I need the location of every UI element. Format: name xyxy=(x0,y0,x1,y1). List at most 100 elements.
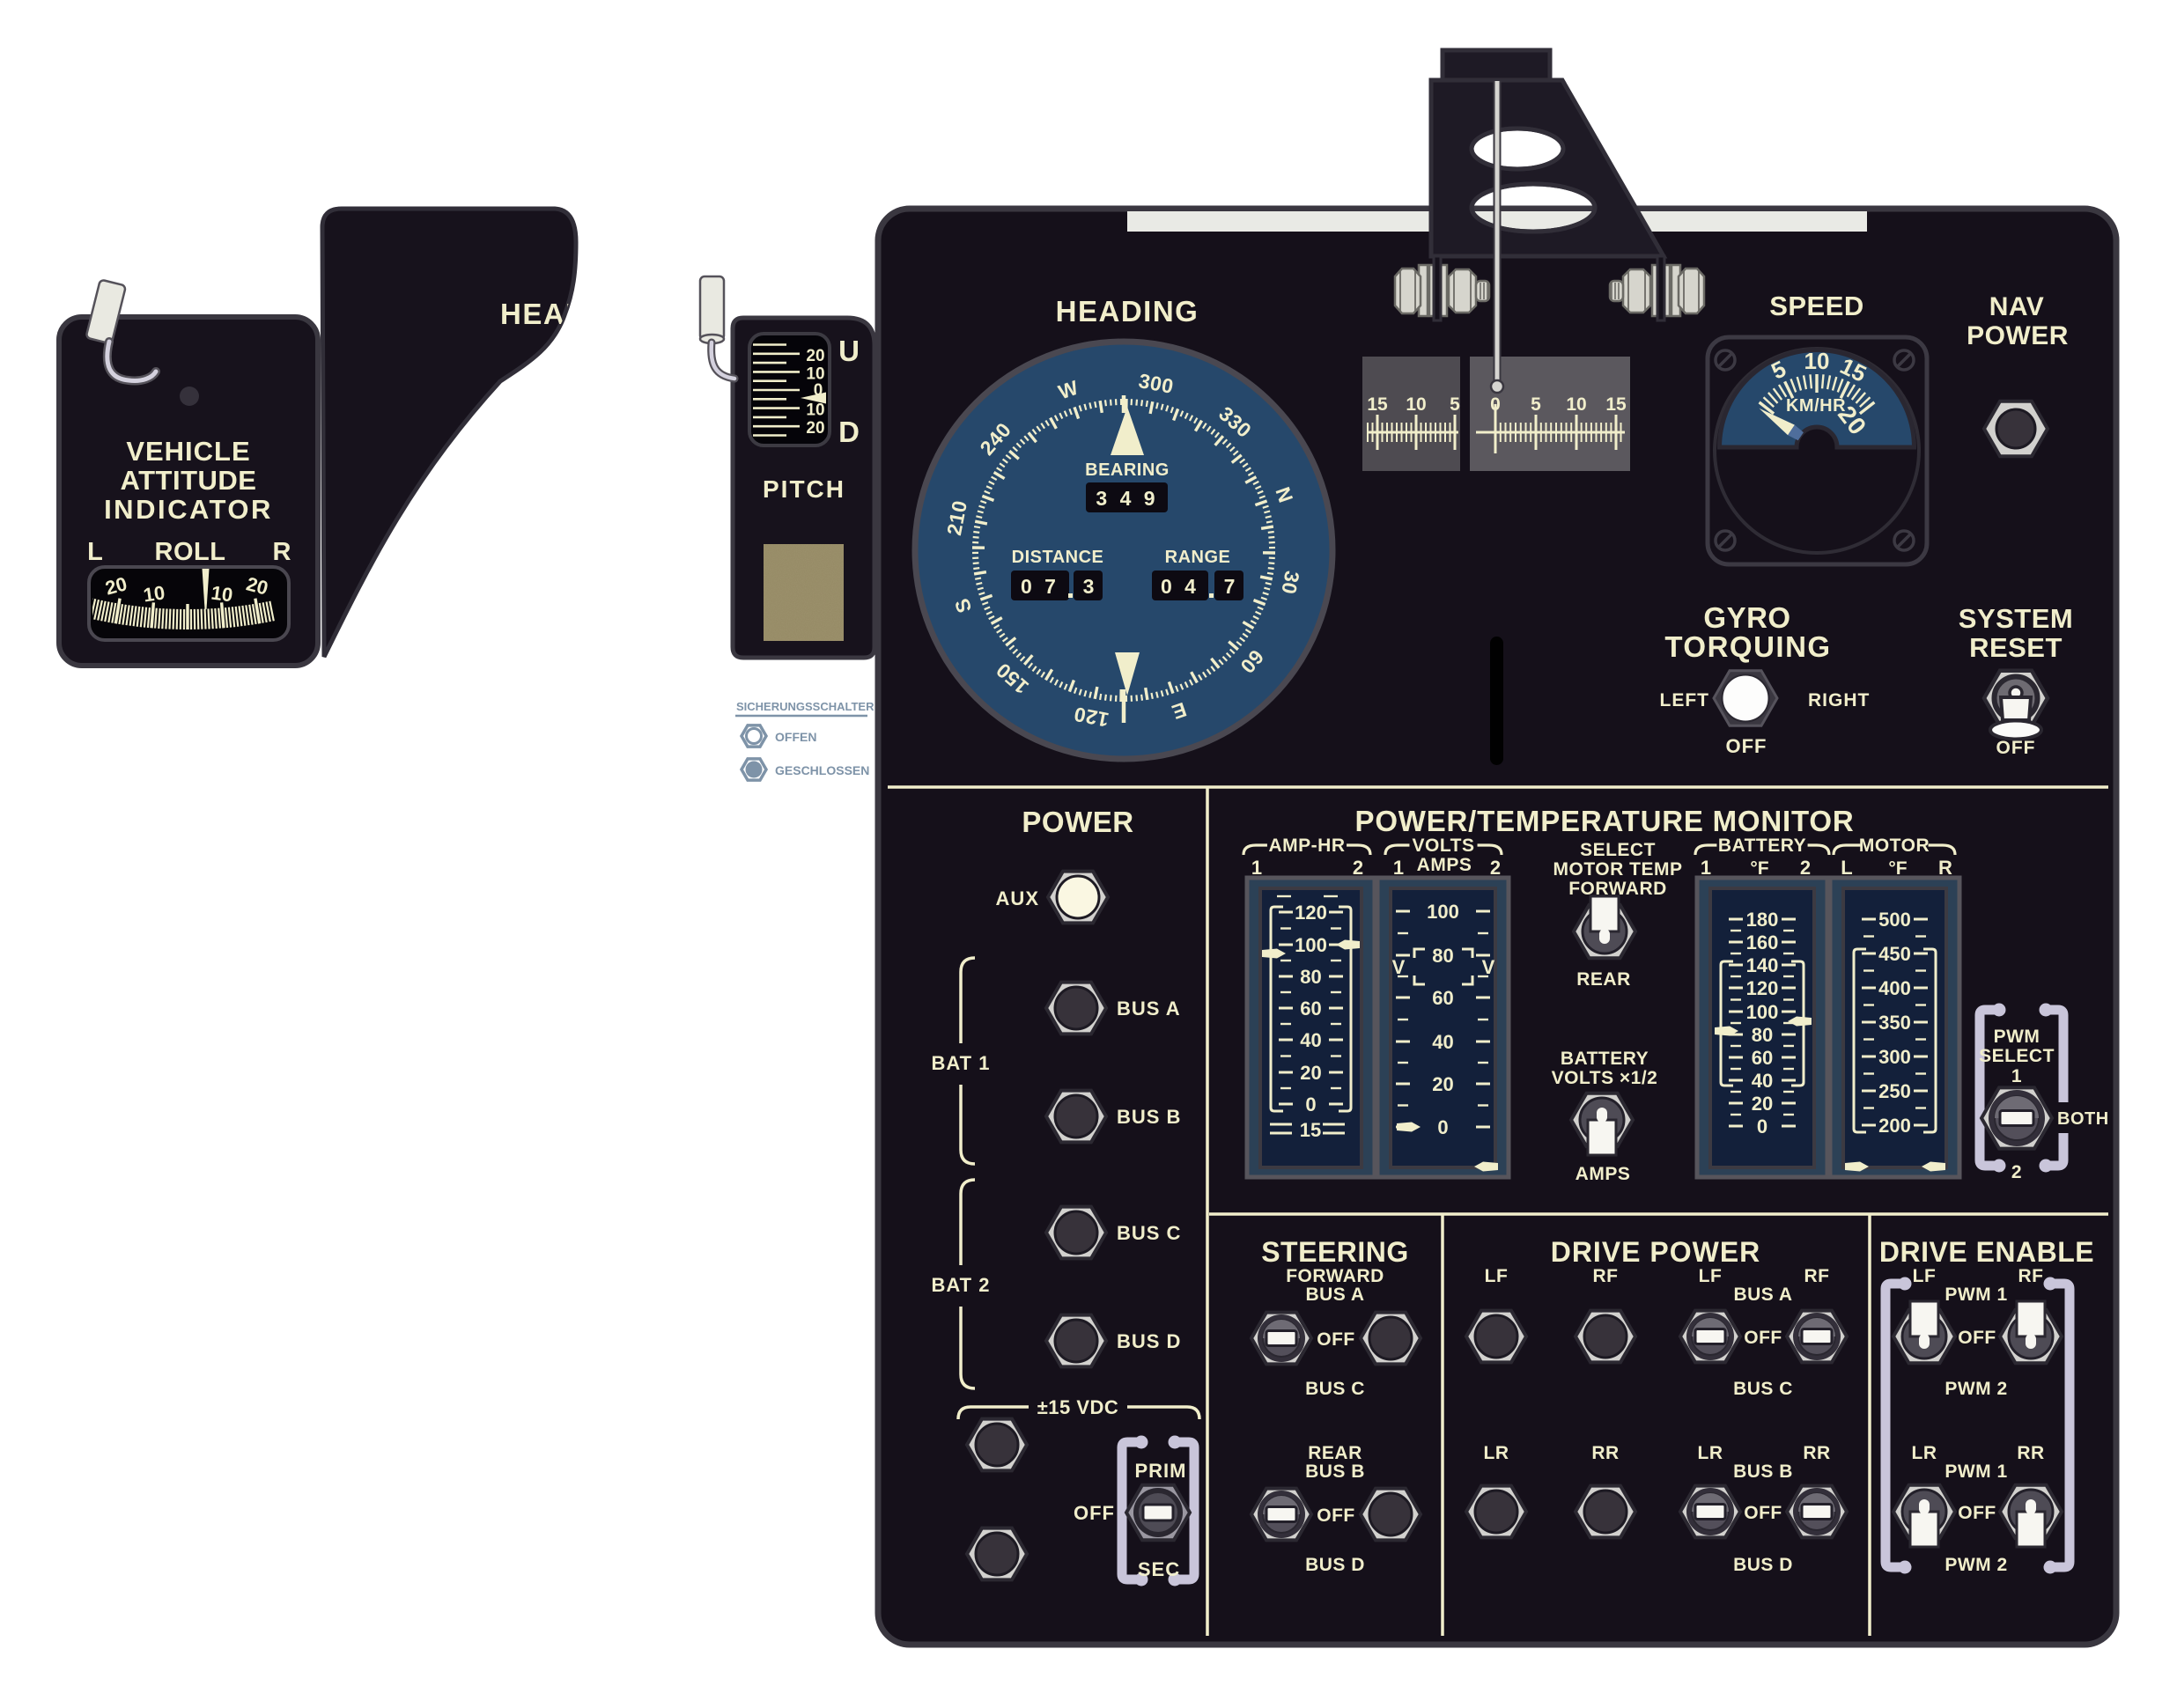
svg-text:1: 1 xyxy=(1701,857,1711,879)
svg-text:PWM 2: PWM 2 xyxy=(1945,1379,2007,1399)
svg-text:NAV: NAV xyxy=(1989,292,2045,321)
svg-text:BUS B: BUS B xyxy=(1117,1106,1181,1128)
svg-text:RESET: RESET xyxy=(1969,632,2063,663)
svg-text:OFF: OFF xyxy=(1744,1328,1782,1348)
svg-text:POWER: POWER xyxy=(1022,806,1133,838)
svg-text:OFF: OFF xyxy=(1744,1503,1782,1523)
svg-text:40: 40 xyxy=(1752,1070,1773,1092)
svg-text:10: 10 xyxy=(1566,394,1586,415)
svg-text:2: 2 xyxy=(2011,1162,2022,1182)
svg-text:TORQUING: TORQUING xyxy=(1664,630,1831,663)
svg-text:40: 40 xyxy=(1300,1029,1321,1051)
svg-text:KM/HR: KM/HR xyxy=(1786,396,1846,416)
svg-text:BATTERY: BATTERY xyxy=(1561,1049,1649,1069)
svg-text:BUS B: BUS B xyxy=(1305,1461,1365,1482)
svg-text:FORWARD: FORWARD xyxy=(1568,879,1667,899)
svg-text:0: 0 xyxy=(814,381,823,400)
svg-text:PWM 1: PWM 1 xyxy=(1945,1461,2007,1482)
svg-text:POWER: POWER xyxy=(1967,321,2069,350)
svg-text:°F: °F xyxy=(1888,858,1907,879)
svg-text:D: D xyxy=(838,416,860,448)
svg-text:BEARING: BEARING xyxy=(1085,460,1170,480)
svg-text:R: R xyxy=(273,538,291,566)
svg-text:BAT 2: BAT 2 xyxy=(932,1274,991,1296)
svg-text:SELECT: SELECT xyxy=(1979,1046,2055,1066)
svg-text:RANGE: RANGE xyxy=(1165,548,1231,567)
svg-text:SELECT: SELECT xyxy=(1580,840,1656,860)
svg-text:1: 1 xyxy=(1251,857,1262,879)
svg-text:15: 15 xyxy=(1300,1119,1321,1141)
svg-text:OFF: OFF xyxy=(1317,1329,1355,1350)
svg-text:1: 1 xyxy=(1393,857,1404,879)
svg-text:OFF: OFF xyxy=(1996,738,2036,758)
svg-text:SPEED: SPEED xyxy=(1769,291,1864,321)
svg-text:L: L xyxy=(1841,857,1852,879)
svg-text:ROLL: ROLL xyxy=(155,538,226,566)
svg-text:RR: RR xyxy=(1591,1443,1619,1463)
svg-text:MOTOR: MOTOR xyxy=(1859,836,1930,856)
svg-text:BUS B: BUS B xyxy=(1733,1461,1793,1482)
svg-text:AMPS: AMPS xyxy=(1417,855,1472,875)
svg-text:BUS D: BUS D xyxy=(1733,1555,1793,1575)
svg-text:15: 15 xyxy=(1605,394,1627,415)
svg-text:0: 0 xyxy=(1305,1093,1316,1115)
svg-text:LF: LF xyxy=(1913,1266,1937,1286)
svg-text:300: 300 xyxy=(1878,1046,1911,1068)
svg-text:AUX: AUX xyxy=(996,887,1039,909)
svg-text:80: 80 xyxy=(1432,945,1453,967)
svg-text:80: 80 xyxy=(1752,1024,1773,1046)
svg-text:10: 10 xyxy=(142,581,166,606)
svg-text:80: 80 xyxy=(1300,966,1321,988)
svg-text:10: 10 xyxy=(1804,348,1830,374)
svg-text:20: 20 xyxy=(1300,1062,1321,1084)
svg-text:LR: LR xyxy=(1484,1443,1509,1463)
svg-text:10: 10 xyxy=(806,365,824,384)
svg-text:V: V xyxy=(1392,956,1406,978)
svg-text:30: 30 xyxy=(1277,569,1304,596)
svg-text:160: 160 xyxy=(1746,931,1779,953)
svg-text:120: 120 xyxy=(1295,902,1327,924)
svg-text:3 4 9: 3 4 9 xyxy=(1096,487,1158,510)
svg-text:20: 20 xyxy=(1752,1093,1773,1115)
svg-text:0 4: 0 4 xyxy=(1161,575,1199,598)
svg-text:3: 3 xyxy=(1083,575,1095,598)
svg-text:DRIVE POWER: DRIVE POWER xyxy=(1551,1236,1761,1268)
svg-text:RR: RR xyxy=(2017,1443,2044,1463)
svg-text:15: 15 xyxy=(1367,394,1388,415)
svg-text:100: 100 xyxy=(1427,901,1459,923)
svg-text:140: 140 xyxy=(1746,954,1779,976)
svg-text:RF: RF xyxy=(1804,1266,1830,1286)
svg-text:POWER/TEMPERATURE MONITOR: POWER/TEMPERATURE MONITOR xyxy=(1355,805,1855,837)
svg-text:20: 20 xyxy=(1432,1073,1453,1095)
svg-text:DRIVE ENABLE: DRIVE ENABLE xyxy=(1879,1236,2094,1268)
svg-text:100: 100 xyxy=(1295,934,1327,956)
svg-text:RIGHT: RIGHT xyxy=(1808,690,1870,710)
svg-text:PRIM: PRIM xyxy=(1135,1460,1187,1482)
svg-text:7: 7 xyxy=(1224,575,1236,598)
svg-text:60: 60 xyxy=(1752,1047,1773,1069)
svg-text:VOLTS: VOLTS xyxy=(1413,836,1475,856)
svg-text:2: 2 xyxy=(1800,857,1811,879)
svg-text:RF: RF xyxy=(1593,1266,1619,1286)
svg-text:BUS C: BUS C xyxy=(1305,1379,1365,1399)
svg-text:SYSTEM: SYSTEM xyxy=(1959,603,2073,634)
svg-text:5: 5 xyxy=(1450,394,1460,415)
svg-text:LR: LR xyxy=(1698,1443,1723,1463)
svg-text:REAR: REAR xyxy=(1576,969,1631,990)
svg-text:PWM 2: PWM 2 xyxy=(1945,1555,2007,1575)
svg-text:MOTOR TEMP: MOTOR TEMP xyxy=(1553,859,1683,880)
svg-text:ATTITUDE: ATTITUDE xyxy=(121,465,257,496)
svg-text:OFFEN: OFFEN xyxy=(775,730,816,744)
svg-text:OFF: OFF xyxy=(1958,1503,1996,1523)
svg-text:SEC: SEC xyxy=(1138,1558,1180,1580)
svg-text:LF: LF xyxy=(1485,1266,1509,1286)
svg-text:2: 2 xyxy=(1490,857,1501,879)
svg-text:OFF: OFF xyxy=(1317,1506,1355,1526)
svg-text:10: 10 xyxy=(1406,394,1426,415)
svg-text:VEHICLE: VEHICLE xyxy=(126,436,250,467)
svg-text:GYRO: GYRO xyxy=(1703,601,1790,634)
svg-text:°F: °F xyxy=(1750,858,1768,879)
svg-text:BOTH: BOTH xyxy=(2057,1109,2109,1129)
svg-text:5: 5 xyxy=(1531,394,1541,415)
svg-text:120: 120 xyxy=(1746,977,1779,999)
